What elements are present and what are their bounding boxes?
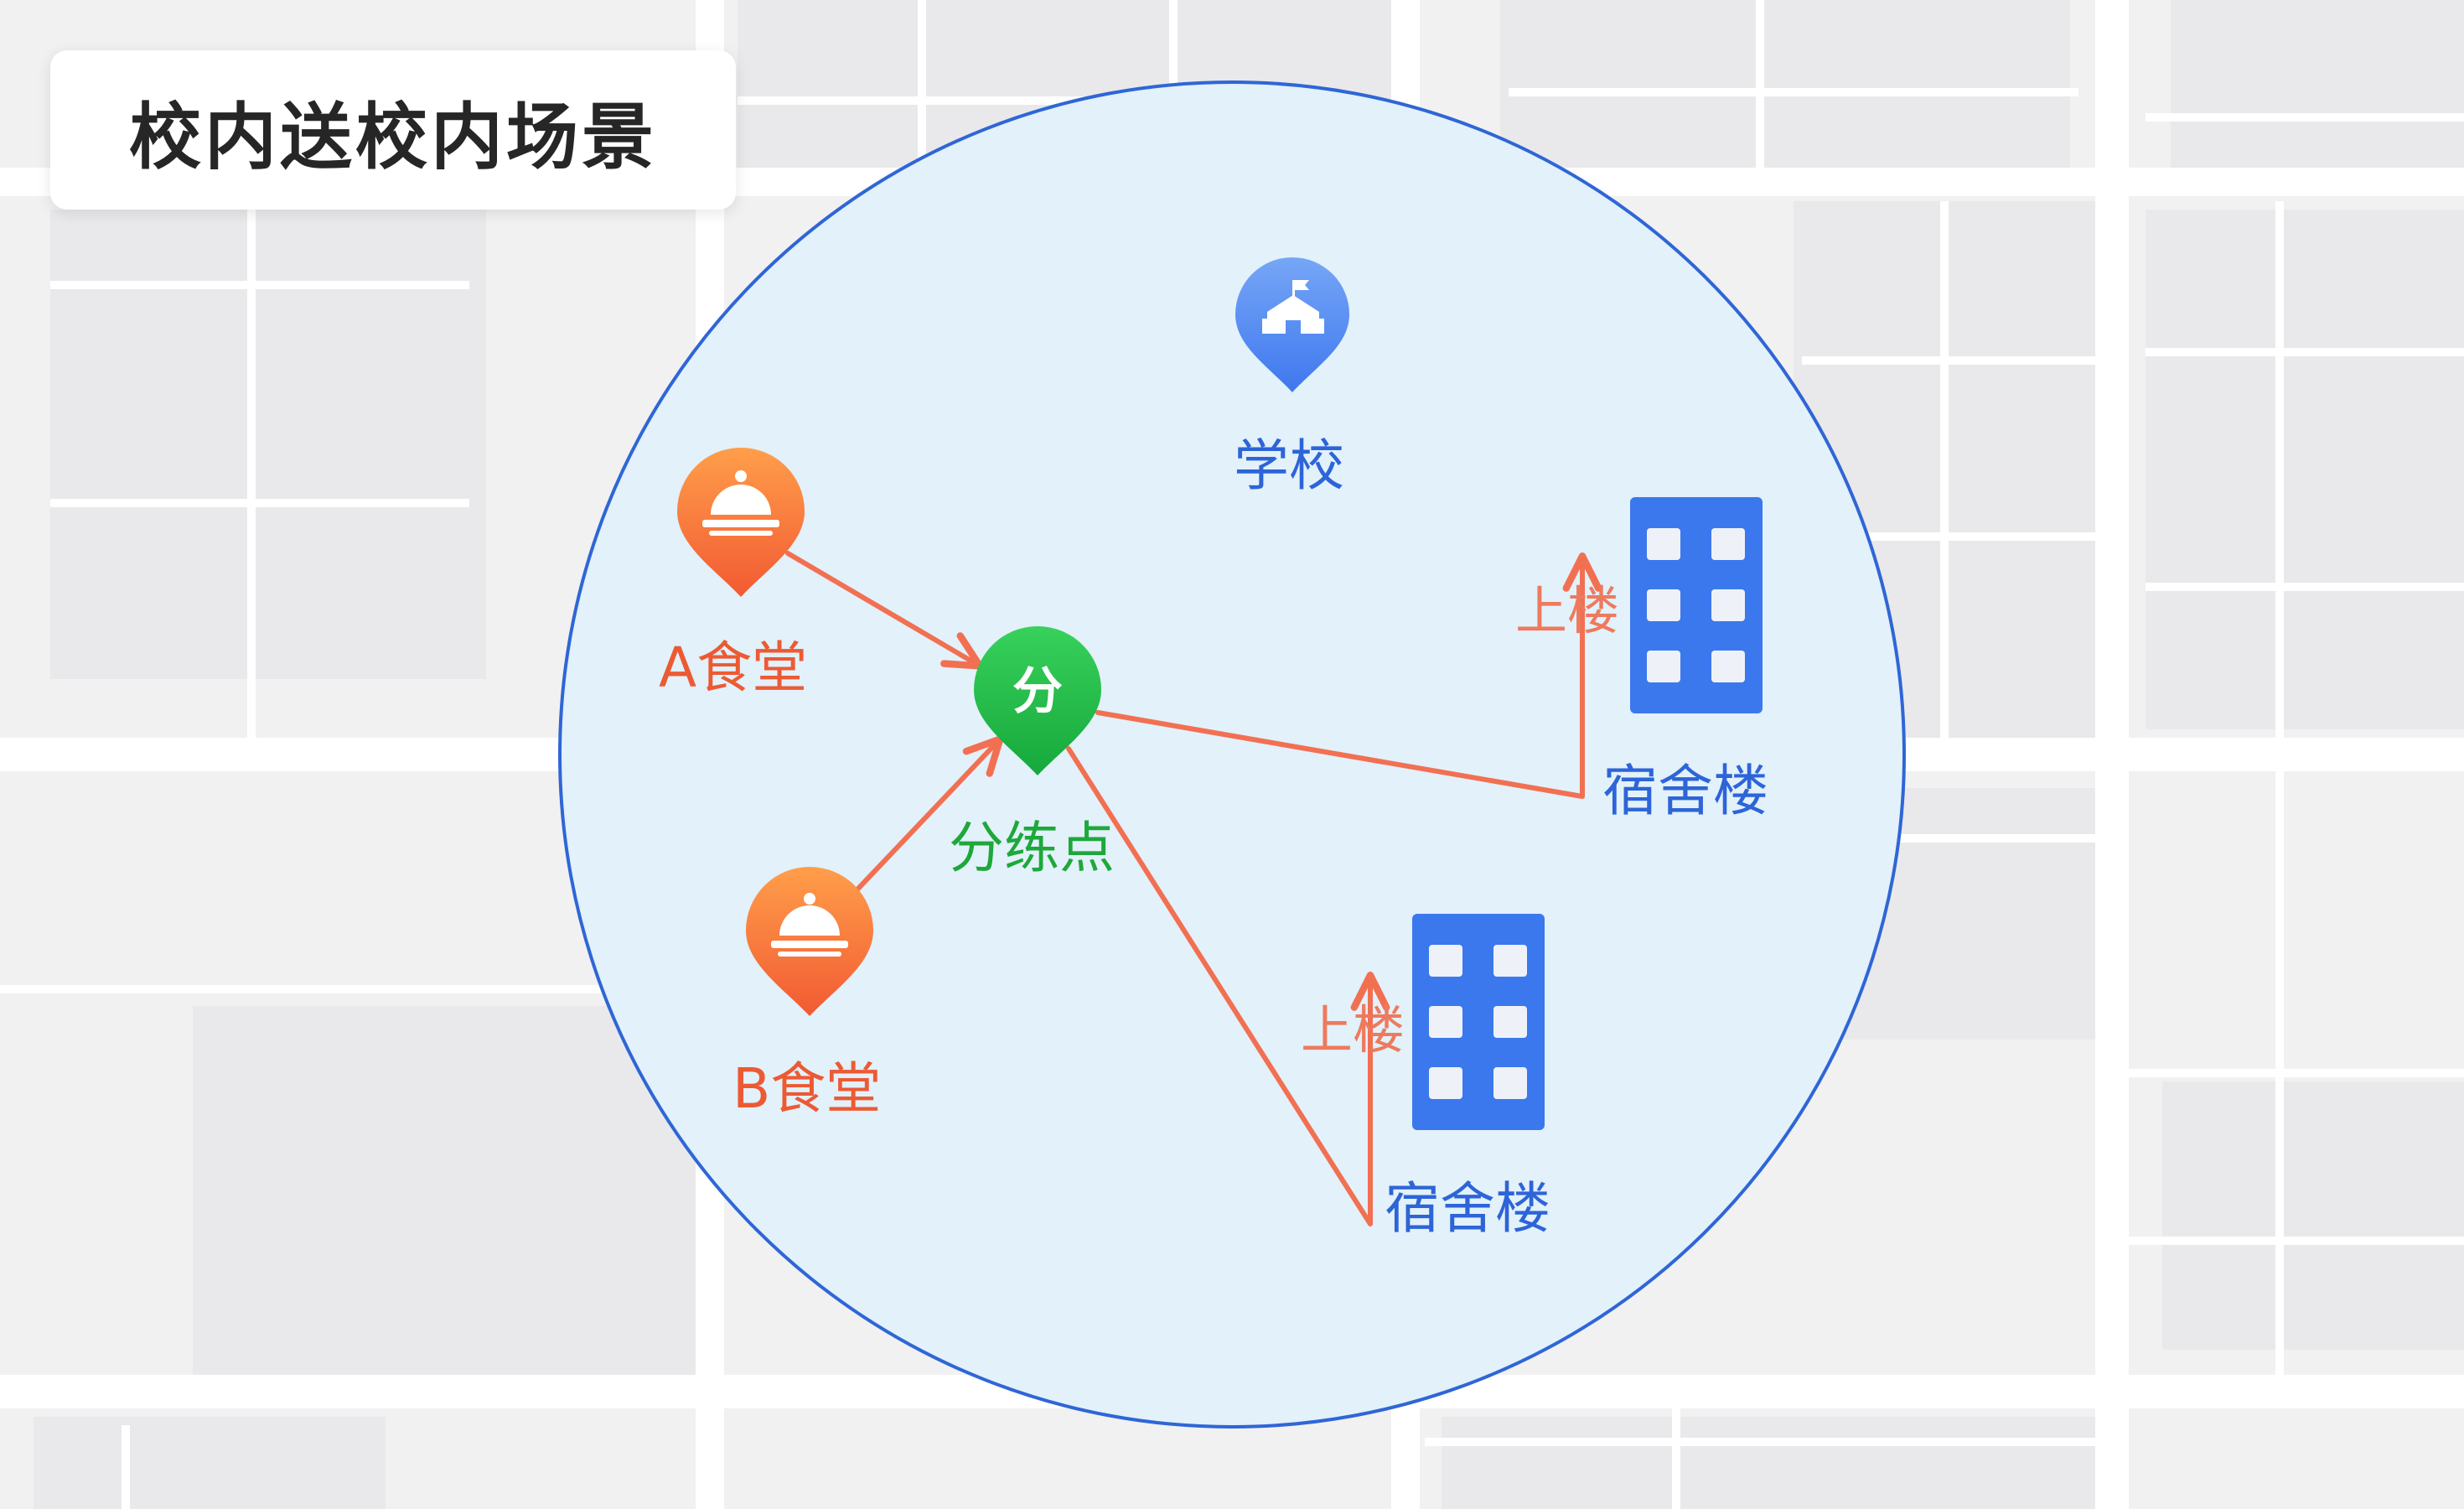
dorm-2-upstairs-label: 上楼 [1301, 999, 1405, 1060]
scenario-title-card: 校内送校内场景 [50, 50, 736, 210]
route-canteen-b-to-sorting [854, 735, 1004, 893]
school-label: 学校 [1234, 433, 1344, 498]
scenario-title: 校内送校内场景 [129, 95, 657, 179]
canteen-b-label: B食堂 [732, 1056, 882, 1121]
route-sorting-to-dorm-2 [1066, 746, 1390, 1226]
sorting-point-label: 分练点 [949, 816, 1115, 880]
campus-service-zone [558, 80, 1906, 1429]
food-cloche-icon [702, 470, 779, 536]
dorm-1-label: 宿舍楼 [1602, 759, 1768, 823]
dorm-2-label: 宿舍楼 [1385, 1176, 1550, 1241]
building-windows [1429, 945, 1527, 1099]
delivery-routes [785, 551, 1602, 1226]
school-pin[interactable] [1235, 158, 1349, 392]
building-windows [1647, 528, 1745, 682]
route-canteen-a-to-sorting [785, 551, 984, 670]
dorm-1-upstairs-label: 上楼 [1515, 580, 1620, 641]
sorting-pin-text: 分 [1012, 662, 1063, 721]
canteen-a-pin[interactable] [677, 448, 805, 597]
dorm-building-2[interactable] [1412, 914, 1545, 1130]
canteen-a-label: A食堂 [659, 635, 808, 700]
route-sorting-to-dorm-1 [1095, 552, 1602, 799]
food-cloche-icon [771, 893, 848, 957]
school-icon [1262, 280, 1324, 334]
dorm-building-1[interactable] [1630, 497, 1763, 713]
sorting-point-pin[interactable]: 分 [974, 626, 1101, 775]
canteen-b-pin[interactable] [746, 867, 873, 1016]
